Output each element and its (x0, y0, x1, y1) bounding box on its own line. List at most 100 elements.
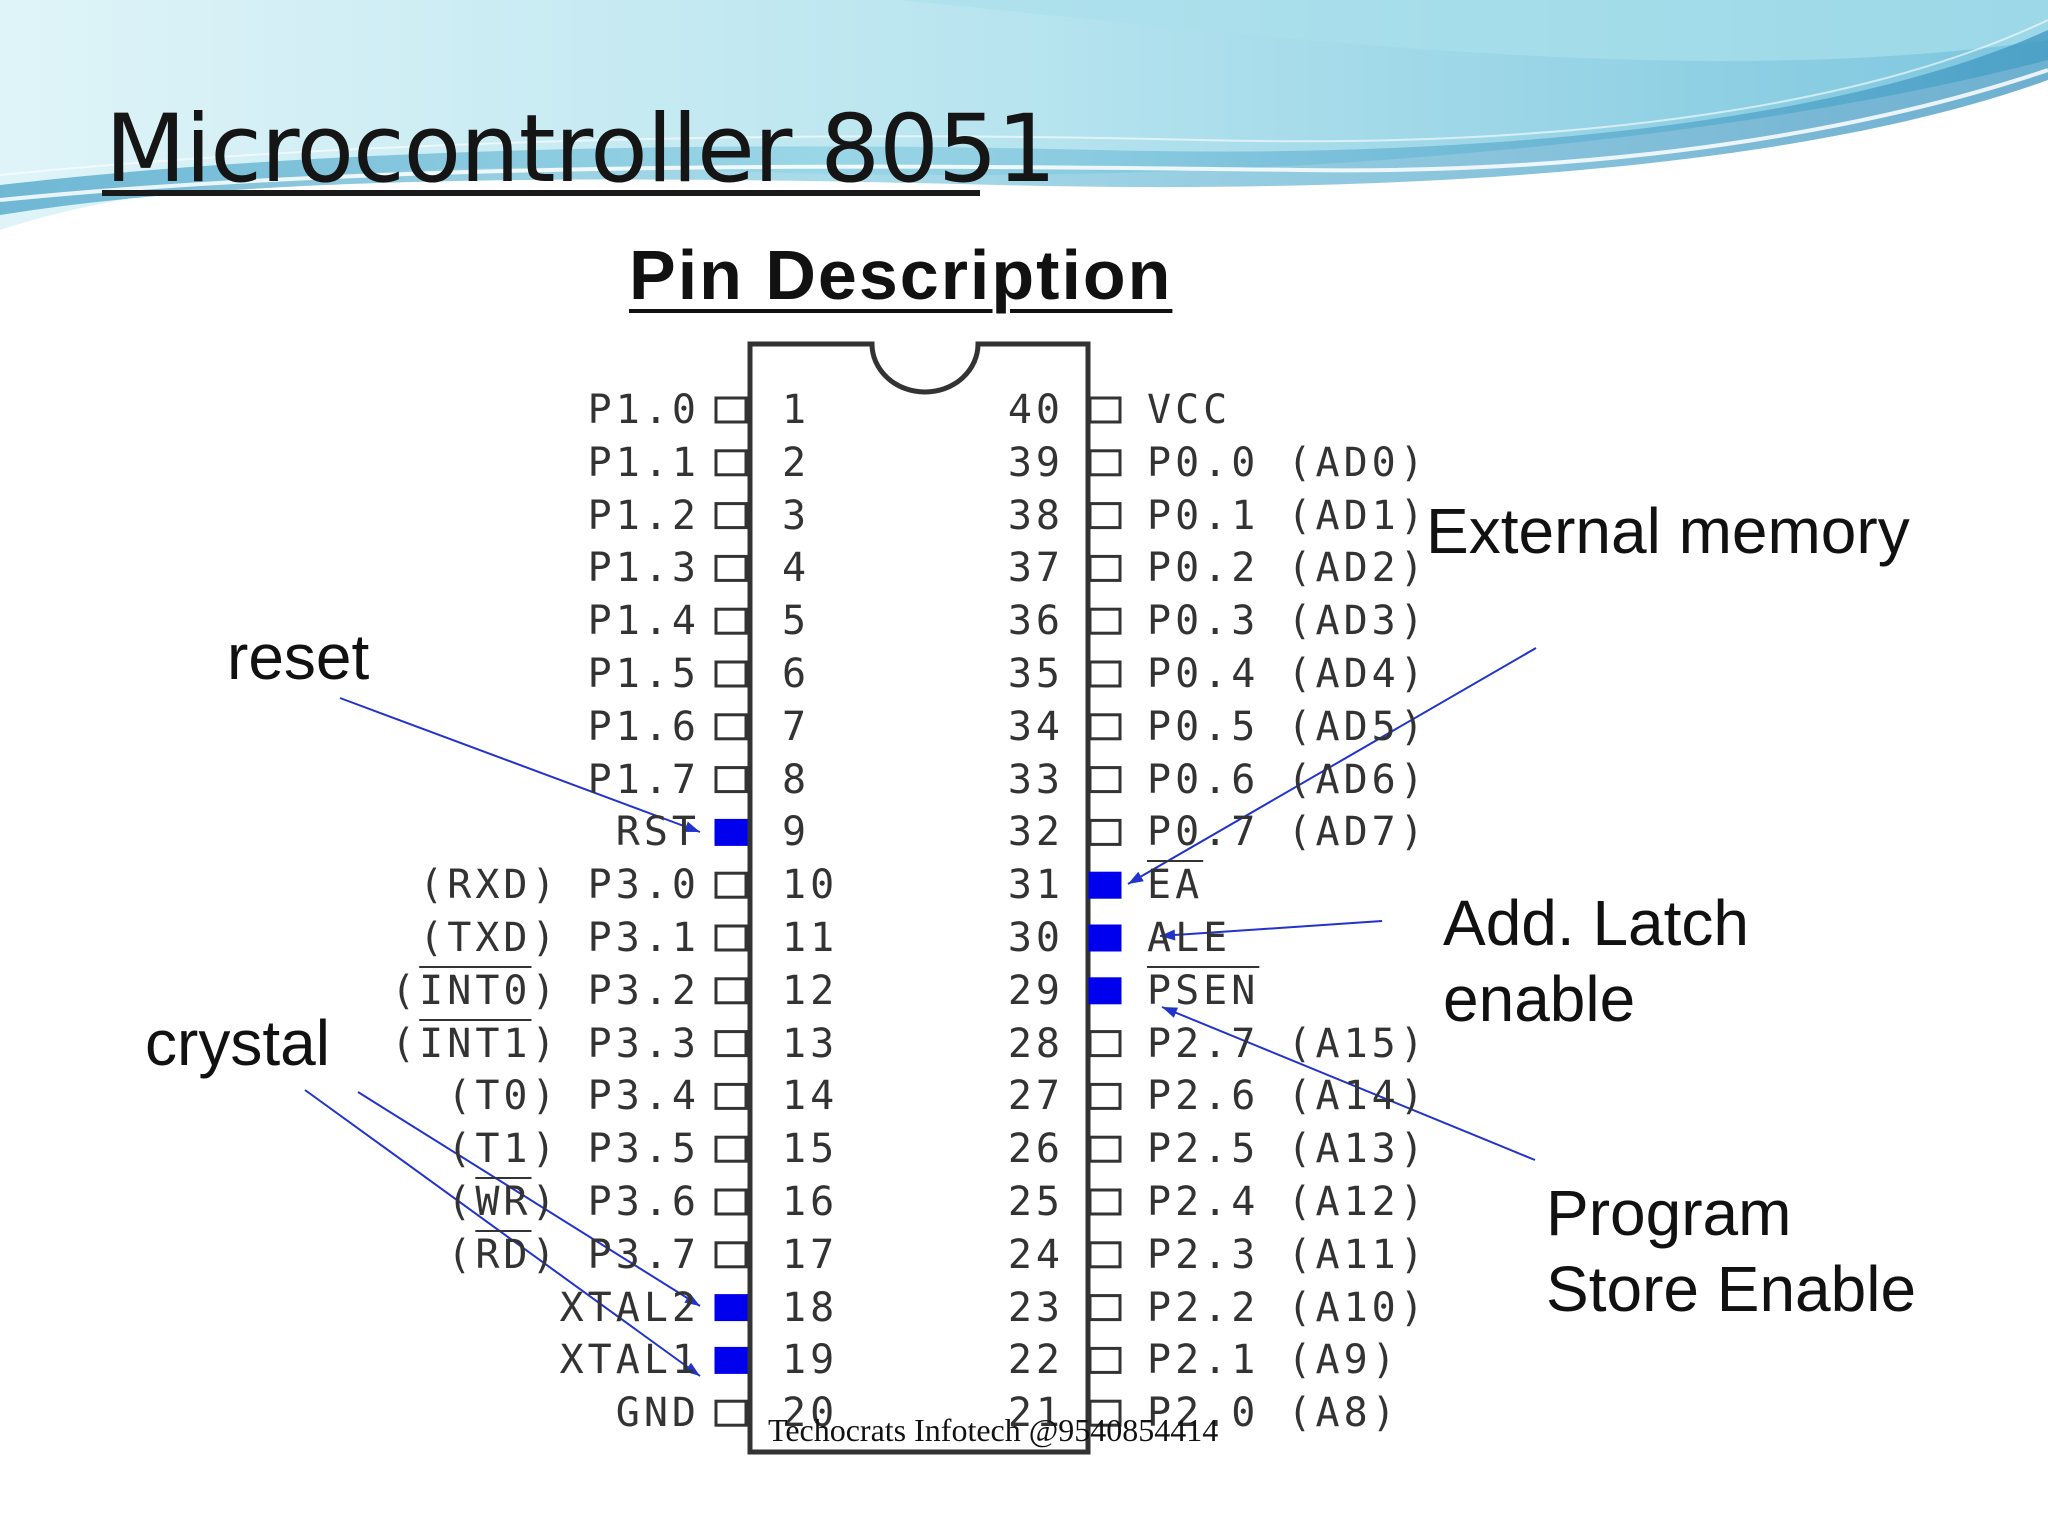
pin-1-label: P1.0 (587, 387, 700, 433)
pin-30-label: ALE (1147, 915, 1232, 961)
pin-14-label: (T0) P3.4 (447, 1073, 700, 1120)
pin-32-number: 32 (1007, 809, 1064, 856)
pin-37-box (1088, 554, 1122, 582)
pin-38-box (1088, 502, 1122, 530)
pin-13-number: 13 (782, 1020, 839, 1067)
pin-19-label: XTAL1 (559, 1337, 700, 1384)
pin-3-number: 3 (782, 492, 811, 539)
arrow-external-memory (1127, 647, 1537, 885)
pin-8-label: P1.7 (587, 756, 700, 803)
pin-12-number: 12 (782, 967, 839, 1014)
arrow-reset-head (684, 821, 700, 832)
pin-29-box (1088, 977, 1122, 1005)
pin-13-box (714, 1030, 748, 1058)
pin-19-box (714, 1346, 748, 1374)
pin-6-label: P1.5 (587, 651, 700, 697)
pin-11-label: (TXD) P3.1 (419, 915, 700, 961)
pin-26-label: P2.5 (A13) (1147, 1126, 1428, 1173)
pin-38-number: 38 (1007, 492, 1064, 539)
pin-17-number: 17 (782, 1231, 839, 1278)
arrow-reset (339, 697, 701, 833)
pin-35-box (1088, 660, 1122, 688)
chip-body (747, 341, 1091, 1455)
pin-36-label: P0.3 (AD3) (1147, 598, 1428, 645)
pin-31-number: 31 (1007, 862, 1064, 909)
pin-35-label: P0.4 (AD4) (1147, 651, 1428, 697)
pin-25-label: P2.4 (A12) (1147, 1179, 1428, 1225)
pin-32-label: P0.7 (AD7) (1147, 809, 1428, 856)
pin-5-number: 5 (782, 598, 811, 645)
pin-20-box (714, 1399, 748, 1427)
title-underline (102, 190, 980, 196)
pin-40-label: VCC (1147, 387, 1232, 433)
pin-9-number: 9 (782, 809, 811, 856)
pin-5-label: P1.4 (587, 598, 700, 645)
pin-3-label: P1.2 (587, 492, 700, 539)
pin-9-box (714, 818, 748, 846)
pin-13-label: (INT1) P3.3 (391, 1020, 700, 1067)
pin-28-number: 28 (1007, 1020, 1064, 1067)
pin-33-box (1088, 766, 1122, 794)
callout-address-latch-enable: Add. Latch enable (1443, 886, 1749, 1037)
pin-34-box (1088, 713, 1122, 741)
pin-18-number: 18 (782, 1284, 839, 1331)
pin-6-box (714, 660, 748, 688)
pin-36-number: 36 (1007, 598, 1064, 645)
callout-crystal: crystal (145, 1007, 330, 1079)
pin-11-box (714, 924, 748, 952)
pin-18-label: XTAL2 (559, 1284, 700, 1331)
pin-2-number: 2 (782, 439, 811, 486)
pin-1-number: 1 (782, 387, 811, 433)
arrow-crystal-xtal1-head (684, 1362, 700, 1376)
pin-20-label: GND (615, 1390, 700, 1437)
pin-37-number: 37 (1007, 545, 1064, 592)
pin-7-box (714, 713, 748, 741)
pin-2-label: P1.1 (587, 439, 700, 486)
pin-39-number: 39 (1007, 439, 1064, 486)
pin-16-box (714, 1188, 748, 1216)
pin-23-box (1088, 1294, 1122, 1322)
pin-21-label: P2.0 (A8) (1147, 1390, 1400, 1437)
pin-17-label: (RD) P3.7 (447, 1231, 700, 1278)
pin-33-number: 33 (1007, 756, 1064, 803)
pin-35-number: 35 (1007, 651, 1064, 697)
pin-3-box (714, 502, 748, 530)
pin-10-number: 10 (782, 862, 839, 909)
pin-24-box (1088, 1241, 1122, 1269)
pin-26-number: 26 (1007, 1126, 1064, 1173)
pin-14-box (714, 1082, 748, 1110)
pin-2-box (714, 449, 748, 477)
pin-24-number: 24 (1007, 1231, 1064, 1278)
pin-28-label: P2.7 (A15) (1147, 1020, 1428, 1067)
pin-21-number: 21 (1007, 1390, 1064, 1437)
pin-11-number: 11 (782, 915, 839, 961)
pin-6-number: 6 (782, 651, 811, 697)
arrow-crystal-xtal2-head (684, 1293, 700, 1306)
pin-5-box (714, 607, 748, 635)
pin-4-label: P1.3 (587, 545, 700, 592)
pin-26-box (1088, 1135, 1122, 1163)
slide-subtitle: Pin Description (629, 236, 1173, 314)
arrow-program-store (1161, 1006, 1536, 1161)
pin-23-label: P2.2 (A10) (1147, 1284, 1428, 1331)
pin-33-label: P0.6 (AD6) (1147, 756, 1428, 803)
pin-8-box (714, 766, 748, 794)
pin-22-number: 22 (1007, 1337, 1064, 1384)
arrow-crystal-xtal2 (357, 1091, 701, 1307)
pin-12-box (714, 977, 748, 1005)
pin-16-label: (WR) P3.6 (447, 1179, 700, 1225)
pin-25-number: 25 (1007, 1179, 1064, 1225)
pin-28-box (1088, 1030, 1122, 1058)
pin-15-label: (T1) P3.5 (447, 1126, 700, 1173)
pin-19-number: 19 (782, 1337, 839, 1384)
pin-27-number: 27 (1007, 1073, 1064, 1120)
pin-8-number: 8 (782, 756, 811, 803)
pin-27-label: P2.6 (A14) (1147, 1073, 1428, 1120)
pin-37-label: P0.2 (AD2) (1147, 545, 1428, 592)
pin-10-label: (RXD) P3.0 (419, 862, 700, 909)
pin-1-box (714, 396, 748, 424)
callout-program-store-enable: Program Store Enable (1546, 1176, 1916, 1327)
callout-latch-line1: Add. Latch (1443, 887, 1749, 959)
pin-32-box (1088, 818, 1122, 846)
